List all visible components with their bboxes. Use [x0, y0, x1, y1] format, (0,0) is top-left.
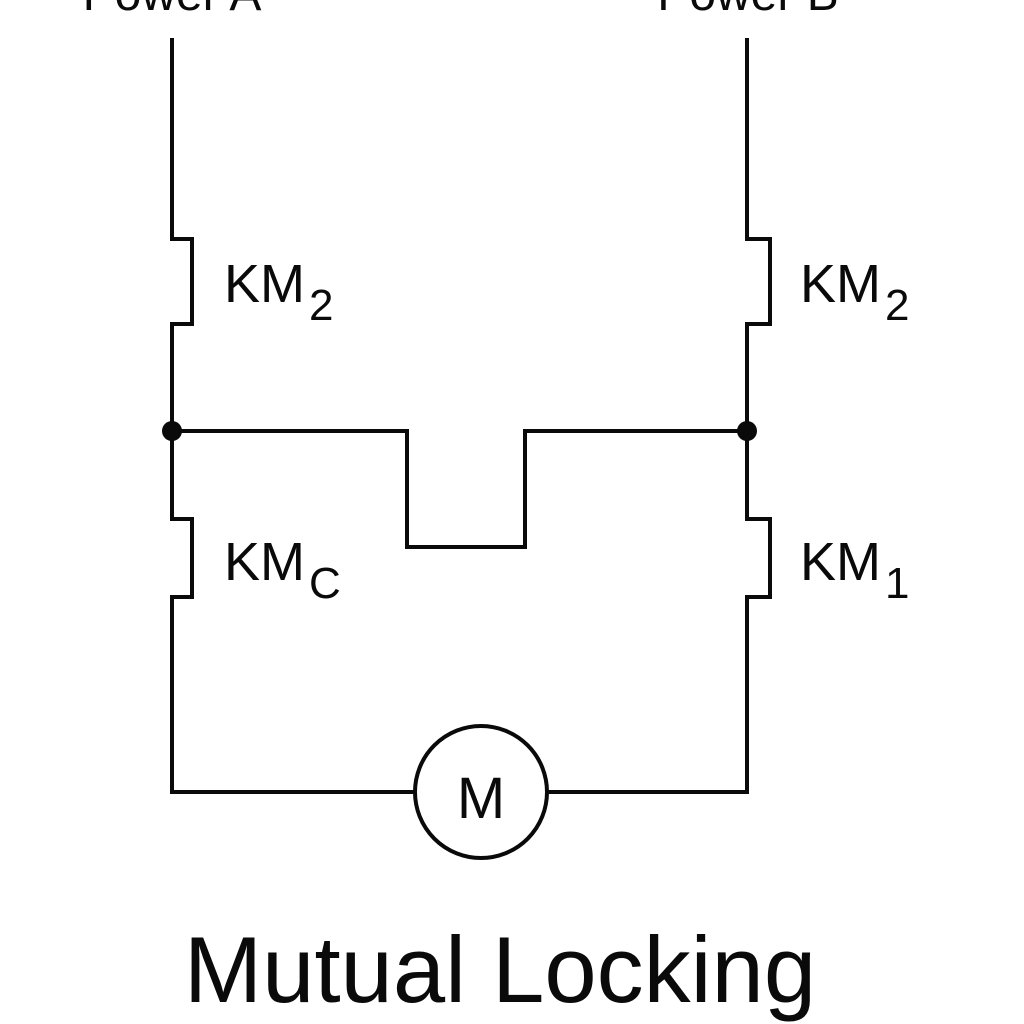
contact-km1-symbol	[745, 517, 772, 599]
left-rail	[170, 38, 416, 794]
motor-label: M	[457, 766, 505, 831]
contact-kmc-label: KMC	[224, 532, 341, 608]
junction-right	[737, 421, 757, 441]
junction-left	[162, 421, 182, 441]
power-a-label: Power A	[83, 0, 262, 21]
contact-km2-left-label: KM2	[224, 254, 333, 330]
right-rail	[546, 38, 772, 794]
left-wire-bottom	[170, 595, 416, 794]
motor: M	[413, 724, 549, 860]
right-wire-bottom	[546, 595, 749, 794]
motor-symbol	[413, 724, 549, 860]
interlock-link	[170, 429, 749, 549]
contact-km2-right-label: KM2	[800, 254, 909, 330]
diagram-title: Mutual Locking	[184, 917, 816, 1022]
power-b-label: Power B	[657, 0, 838, 21]
contact-km2-left-symbol	[170, 237, 194, 326]
contact-km2-right-symbol	[745, 237, 772, 326]
contact-km1-label: KM1	[800, 532, 909, 608]
contact-kmc-symbol	[170, 517, 194, 599]
